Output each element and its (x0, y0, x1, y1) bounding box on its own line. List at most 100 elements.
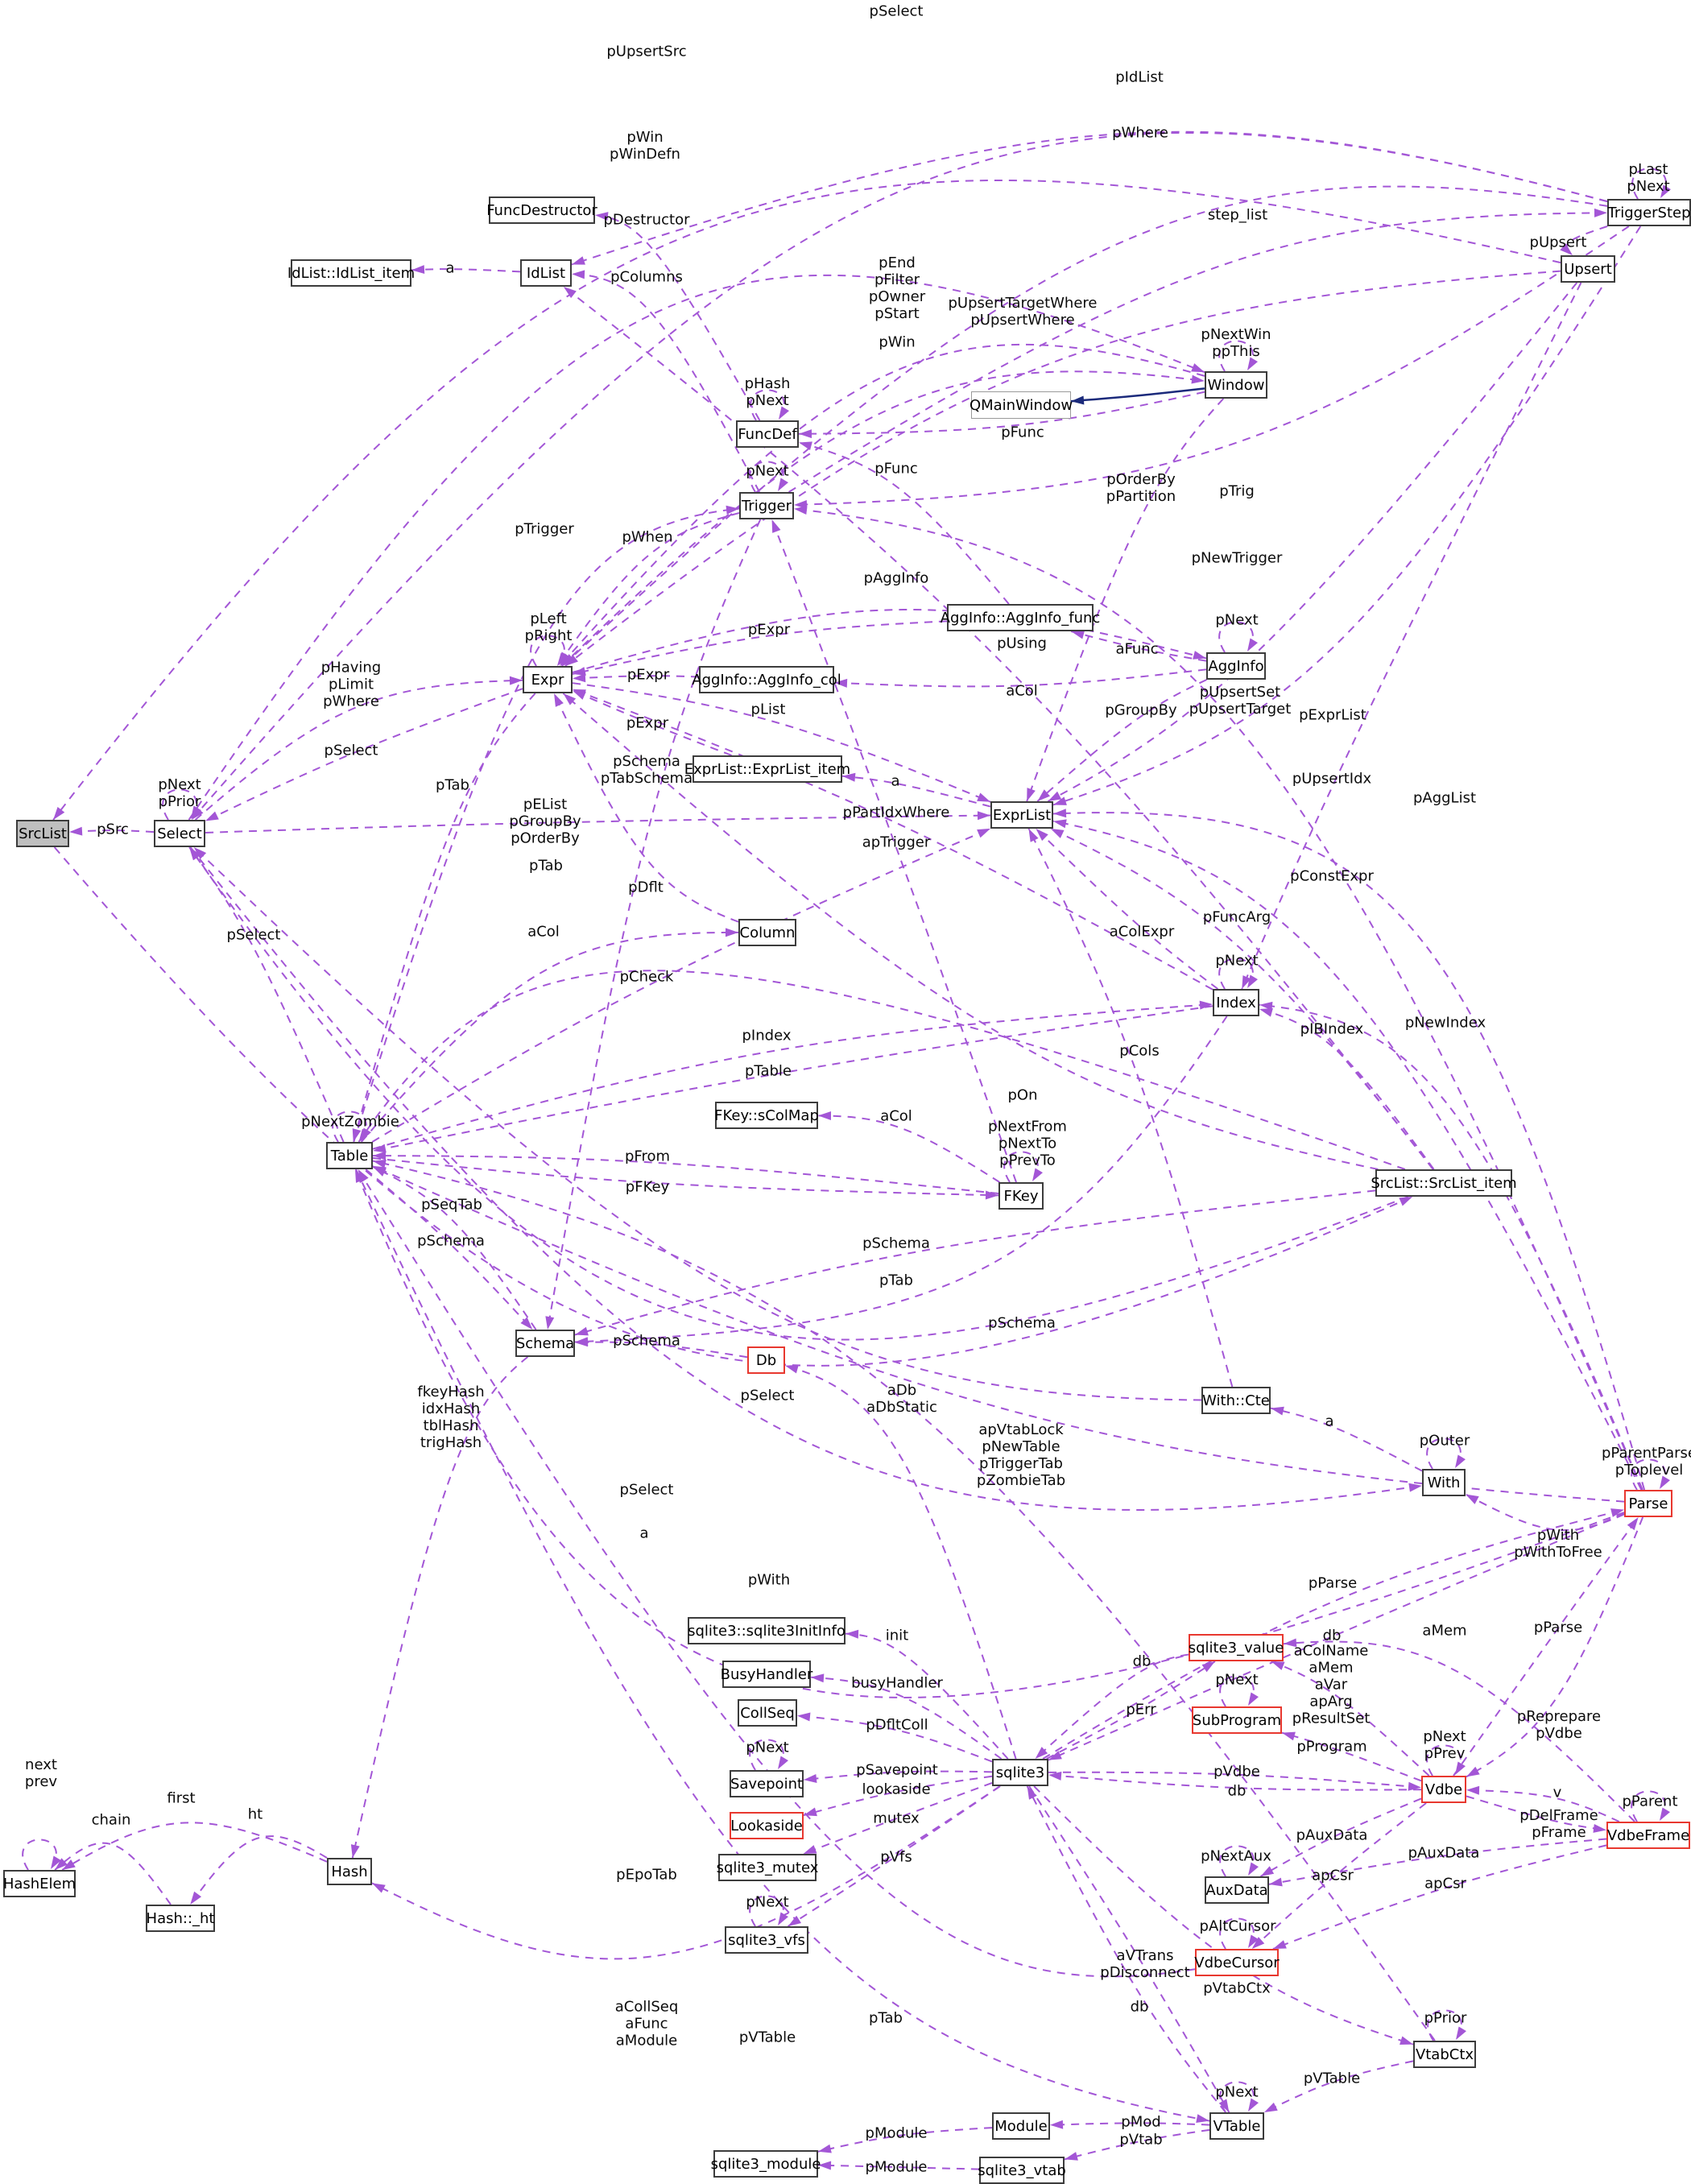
edge-pPrior-arrow (1456, 2026, 1466, 2040)
node-qmainwindow[interactable]: QMainWindow (970, 391, 1073, 419)
node-vtable[interactable]: VTable (1209, 2112, 1264, 2140)
edge-aColExpr-label: aColExpr (1109, 923, 1175, 941)
node-sqlite3_vfs[interactable]: sqlite3_vfs (725, 1926, 808, 1954)
edge-pReprepare-label: pReprepare pVdbe (1516, 1708, 1602, 1742)
edge-pDfltColl-arrow (797, 1712, 811, 1722)
node-column[interactable]: Column (738, 919, 796, 946)
edge-pVtab-label: pVtab (1119, 2131, 1163, 2149)
edge-pUpsertTargetWhere-arrow (564, 654, 578, 666)
node-savepoint[interactable]: Savepoint (730, 1770, 804, 1797)
edge-pIdList (571, 130, 1608, 266)
node-table[interactable]: Table (326, 1142, 373, 1169)
edge-step_list-label: step_list (1207, 206, 1268, 224)
edge-pUsing-label: pUsing (997, 635, 1047, 652)
node-funcdestructor[interactable]: FuncDestructor (486, 196, 597, 224)
node-window[interactable]: Window (1205, 371, 1267, 399)
edge-pVdbe-arrow (1408, 1781, 1421, 1791)
edge-init-arrow (846, 1629, 859, 1639)
node-module[interactable]: Module (992, 2112, 1050, 2140)
node-agginfo[interactable]: AggInfo (1206, 652, 1266, 680)
node-hash[interactable]: Hash (327, 1858, 372, 1885)
edge-apTrigger-arrow (771, 519, 781, 533)
edge-pModule (817, 2127, 993, 2153)
edge-pUpsertSet-label: pUpsertSet pUpsertTarget (1189, 684, 1292, 718)
node-select[interactable]: Select (154, 820, 205, 847)
node-subprogram[interactable]: SubProgram (1192, 1706, 1282, 1734)
node-expr[interactable]: Expr (523, 666, 573, 693)
edge-pNext-label: pNext (746, 1739, 789, 1756)
node-fkey[interactable]: FKey (998, 1182, 1044, 1210)
node-hashelem[interactable]: HashElem (3, 1870, 76, 1897)
edge-apTrigger-label: apTrigger (862, 833, 931, 851)
edge-pSelect (188, 846, 345, 1143)
node-vdbeframe[interactable]: VdbeFrame (1606, 1822, 1690, 1849)
node-srclist[interactable]: SrcList (16, 820, 69, 847)
edge-pNext-arrow (778, 478, 788, 491)
edge-pWin (560, 370, 1205, 667)
node-funcdef[interactable]: FuncDef (736, 420, 799, 448)
edge-pIBIndex (1259, 1008, 1435, 1170)
node-lookaside[interactable]: Lookaside (730, 1812, 804, 1839)
edge-aCol (360, 931, 739, 1143)
node-srclist_item[interactable]: SrcList::SrcList_item (1371, 1169, 1517, 1197)
node-vdbe[interactable]: Vdbe (1421, 1776, 1466, 1803)
edge-pSelect-label: pSelect (226, 926, 281, 944)
edge-chain-arrow (55, 1858, 68, 1870)
node-upsert[interactable]: Upsert (1561, 255, 1615, 283)
node-auxdata[interactable]: AuxData (1205, 1876, 1269, 1904)
edge-aColName-arrow (1271, 1661, 1285, 1670)
node-idlist[interactable]: IdList (520, 259, 572, 287)
edge-pUpsertTargetWhere-label: pUpsertTargetWhere pUpsertWhere (948, 295, 1098, 329)
node-sqlite3_mutex[interactable]: sqlite3_mutex (717, 1854, 818, 1881)
edge-pTab-label: pTab (869, 2009, 903, 2027)
edge-inherit (1070, 387, 1205, 403)
edge-pLast-label: pLast pNext (1627, 161, 1670, 195)
node-collseq[interactable]: CollSeq (738, 1699, 797, 1727)
node-exprlist_item[interactable]: ExprList::ExprList_item (684, 755, 850, 783)
node-scolmap[interactable]: FKey::sColMap (714, 1102, 819, 1129)
edge-pVTable-arrow (1196, 2114, 1209, 2124)
edge-pParse-arrow (1627, 1517, 1639, 1531)
node-trigger[interactable]: Trigger (739, 492, 794, 519)
edge-pTab-arrow (352, 1128, 362, 1142)
node-triggerstep[interactable]: TriggerStep (1607, 199, 1691, 226)
node-vtabctx[interactable]: VtabCtx (1413, 2041, 1476, 2068)
node-hash_ht[interactable]: Hash::_ht (146, 1905, 215, 1932)
edge-pNext-arrow (191, 805, 201, 819)
edge-pFKey-arrow (985, 1190, 998, 1200)
edge-next-arrow (51, 1855, 61, 1869)
edge-pPartIdxWhere (572, 688, 1213, 991)
node-sqlite3_value[interactable]: sqlite3_value (1189, 1634, 1284, 1661)
node-index[interactable]: Index (1213, 989, 1259, 1016)
edge-pIndex (372, 1003, 1213, 1150)
node-exprlist[interactable]: ExprList (990, 801, 1053, 829)
edge-aVTrans-arrow (1218, 2099, 1230, 2112)
edge-pDflt-arrow (554, 693, 564, 707)
edge-pWin-arrow (1191, 374, 1205, 384)
node-busyhandler[interactable]: BusyHandler (721, 1661, 812, 1688)
node-with[interactable]: With (1422, 1469, 1466, 1496)
node-agginfo_func[interactable]: AggInfo::AggInfo_func (941, 604, 1100, 631)
node-agginfo_col[interactable]: AggInfo::AggInfo_col (692, 666, 841, 693)
edge-pAuxData-label: pAuxData (1296, 1826, 1368, 1844)
edge-pCols (1027, 828, 1234, 1388)
edge-aMem-label: aMem (1422, 1622, 1467, 1640)
node-schema[interactable]: Schema (515, 1330, 575, 1357)
edge-pList-arrow (977, 792, 990, 802)
node-initinfo[interactable]: sqlite3::sqlite3InitInfo (688, 1617, 846, 1644)
node-idlist_item[interactable]: IdList::IdList_item (287, 259, 415, 287)
node-parse[interactable]: Parse (1624, 1490, 1672, 1517)
edge-pUpsertIdx-arrow (1242, 975, 1251, 989)
edge-pNextFrom-label: pNextFrom pNextTo pPrevTo (988, 1118, 1067, 1169)
node-with_cte[interactable]: With::Cte (1201, 1387, 1271, 1414)
edge-pVTable-arrow (1264, 2102, 1278, 2112)
edge-pEList (205, 814, 991, 833)
edge-a-arrow (842, 772, 856, 782)
node-sqlite3_vtab[interactable]: sqlite3_vtab (978, 2157, 1066, 2184)
node-vdbecursor[interactable]: VdbeCursor (1194, 1949, 1280, 1976)
node-db_node[interactable]: Db (747, 1346, 785, 1374)
edge-a (53, 846, 1413, 1367)
edge-pAggList-label: pAggList (1412, 789, 1477, 807)
node-sqlite3_module[interactable]: sqlite3_module (711, 2150, 821, 2178)
node-sqlite3[interactable]: sqlite3 (992, 1759, 1048, 1786)
